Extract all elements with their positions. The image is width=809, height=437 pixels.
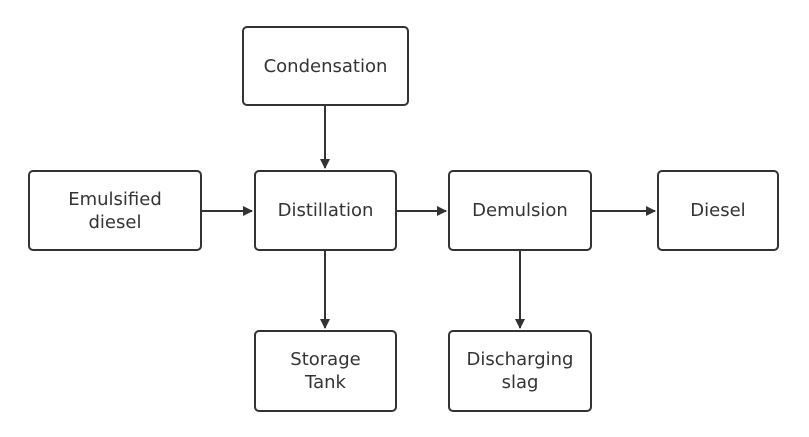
node-emulsified-diesel: Emulsified diesel: [28, 170, 202, 251]
node-storage-tank: Storage Tank: [254, 330, 397, 412]
node-diesel-label: Diesel: [690, 200, 746, 221]
node-distillation: Distillation: [254, 170, 397, 251]
node-discharging-slag-label: Discharging slag: [466, 349, 574, 393]
node-emulsified-diesel-label: Emulsified diesel: [68, 188, 162, 233]
node-condensation-label: Condensation: [263, 55, 388, 77]
node-diesel: Diesel: [657, 170, 779, 251]
node-demulsion: Demulsion: [448, 170, 592, 251]
node-storage-tank-label: Storage Tank: [290, 349, 361, 393]
node-condensation: Condensation: [242, 26, 409, 106]
node-discharging-slag: Discharging slag: [448, 330, 592, 412]
node-demulsion-label: Demulsion: [472, 200, 568, 221]
node-distillation-label: Distillation: [277, 200, 374, 221]
